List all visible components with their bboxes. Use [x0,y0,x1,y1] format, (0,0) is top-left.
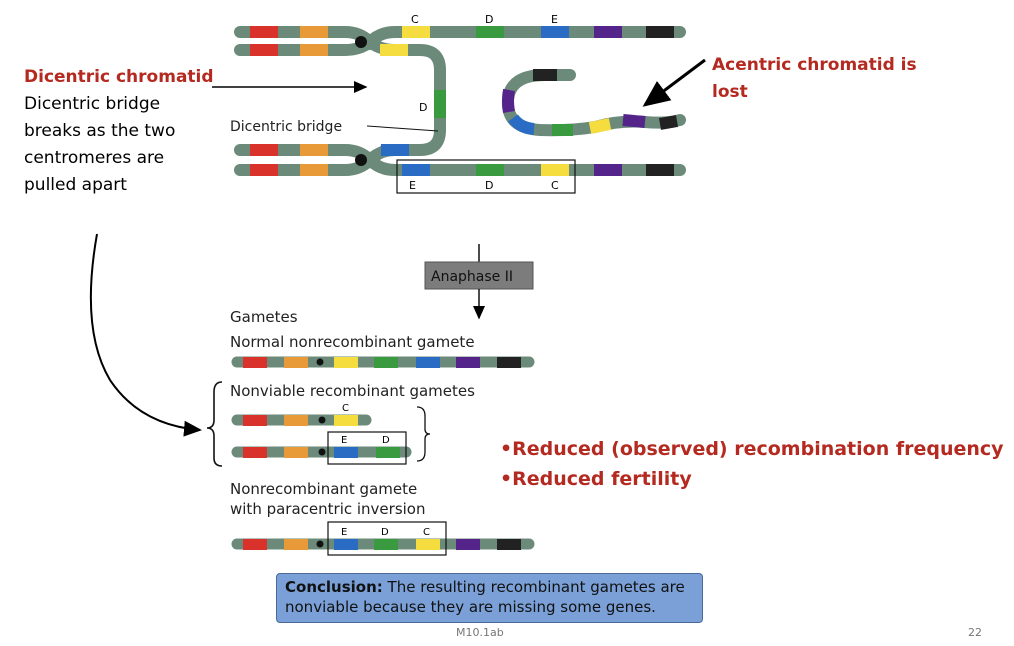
svg-text:D: D [381,527,389,538]
acentric-line: Acentric chromatid is [712,55,917,75]
gene-red [250,44,278,56]
gene-blue [541,26,569,38]
consequence-bullets: •Reduced (observed) recombination freque… [500,434,1004,494]
bottom-chromatid-pair: E D C [234,144,686,194]
inversion-gamete: E D C [231,521,535,556]
inv-label-c: C [551,179,559,192]
gene-black [646,164,674,176]
centromere [355,154,367,166]
normal-gamete-label: Normal nonrecombinant gamete [230,333,475,351]
anaphase-label-box [424,261,534,290]
bridge-pointer-line [366,125,439,132]
inversion-label-2: with paracentric inversion [230,500,426,518]
annotation-line: breaks as the two [24,121,176,141]
gene-red [250,26,278,38]
footer-label: M10.1ab [456,626,504,639]
svg-text:C: C [423,527,430,538]
annotation-line: Dicentric bridge [24,94,161,114]
gene-orange [300,144,328,156]
gene-purple [594,164,622,176]
page-number: 22 [968,626,982,639]
gene-green-bridge [434,90,446,118]
inversion-label-1: Nonrecombinant gamete [230,480,417,498]
gene-orange [300,44,328,56]
gene-red [250,164,278,176]
conclusion-box: Conclusion: The resulting recombinant ga… [276,573,703,623]
conclusion-label: Conclusion: [285,578,383,596]
annotation-line: pulled apart [24,175,127,195]
gene-label-e: E [551,13,558,26]
gene-green [476,26,504,38]
normal-gamete [231,356,535,368]
nonviable-gamete-1: C [231,403,372,426]
gene-orange [300,164,328,176]
right-brace [416,406,431,462]
gene-blue [381,144,409,156]
anaphase-label: Anaphase II [431,269,513,285]
inv-label-d: D [485,179,493,192]
gene-green [476,164,504,176]
acentric-chromatid [501,69,686,137]
gene-label-c: C [411,13,419,26]
gene-yellow [380,44,408,56]
gene-blue [402,164,430,176]
left-annotation: Dicentric chromatid Dicentric bridge bre… [24,64,214,199]
bridge-gene-label-d: D [419,101,427,114]
acentric-arrow [642,58,706,107]
bullet-item: •Reduced (observed) recombination freque… [500,438,1004,460]
gene-black [646,26,674,38]
dicentric-bridge-label: Dicentric bridge [230,119,342,135]
gene-yellow [402,26,430,38]
gene-red [250,144,278,156]
acentric-line: lost [712,82,748,102]
svg-text:C: C [342,403,349,414]
bullet-item: •Reduced fertility [500,468,692,490]
svg-text:E: E [341,435,347,446]
left-brace [206,381,223,467]
svg-text:D: D [382,435,390,446]
gene-yellow [541,164,569,176]
gene-orange [300,26,328,38]
gene-purple [594,26,622,38]
inversion-box [396,159,576,194]
top-chromatid-pair: C D E D [234,13,686,156]
gene-label-d: D [485,13,493,26]
acentric-annotation: Acentric chromatid is lost [712,52,952,106]
nonviable-gamete-2: E D [231,431,412,465]
inv-label-e: E [409,179,416,192]
centromere [355,36,367,48]
gametes-heading: Gametes [230,308,298,326]
conclusion-text: The resulting recombinant gametes are no… [285,578,685,616]
dicentric-chromatid-title: Dicentric chromatid [24,67,214,87]
annotation-line: centromeres are [24,148,165,168]
curved-arrow [89,233,202,437]
nonviable-label: Nonviable recombinant gametes [230,382,475,400]
svg-text:E: E [341,527,347,538]
